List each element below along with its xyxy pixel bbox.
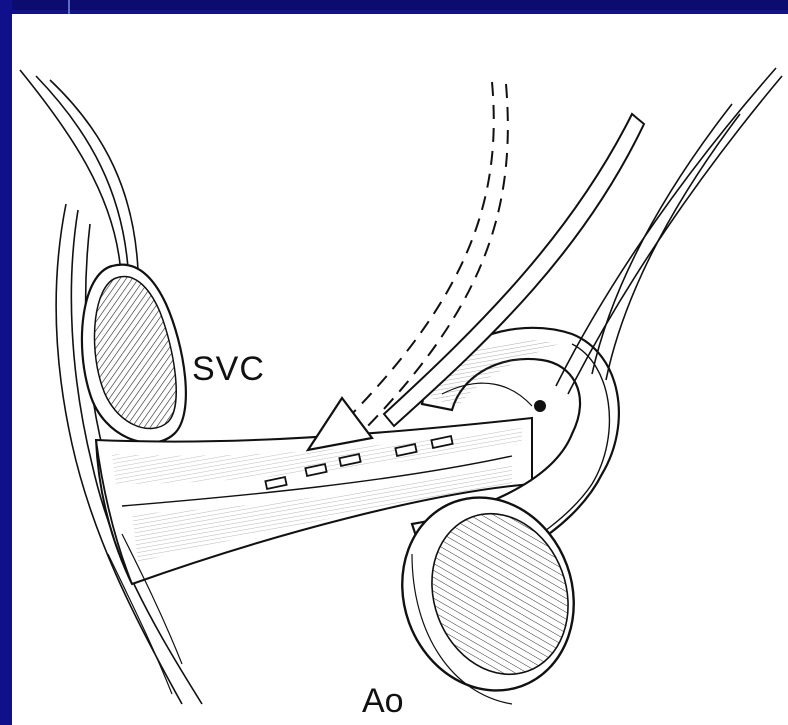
svc-vessel (82, 265, 186, 443)
slide-accent-tick (68, 0, 70, 14)
ao-label: Ao (362, 684, 404, 718)
anatomical-illustration: SVC Ao (12, 14, 788, 725)
illustration-svg (12, 14, 788, 725)
slide-top-bar (0, 0, 788, 10)
slide-left-bar (0, 0, 12, 725)
svc-label: SVC (192, 352, 265, 386)
